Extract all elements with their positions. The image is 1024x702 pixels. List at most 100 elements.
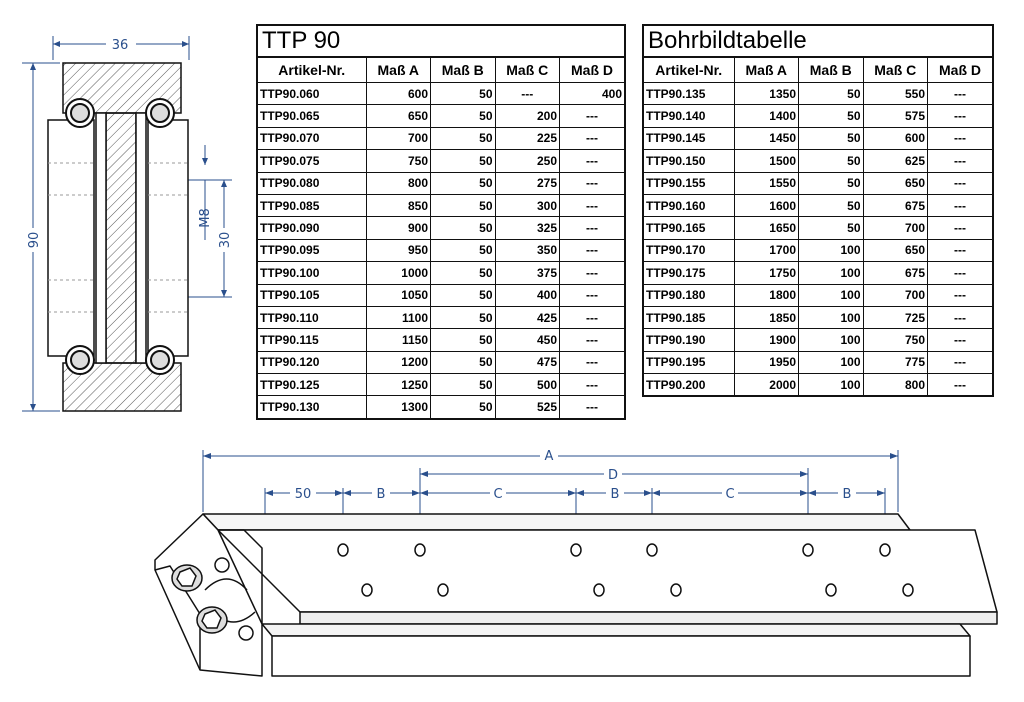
table-cell: --- (559, 193, 624, 218)
table-cell: 325 (494, 216, 560, 240)
table-cell: TTP90.075 (258, 149, 367, 173)
table-cell: 1200 (365, 350, 431, 375)
table-cell: --- (559, 126, 624, 151)
table-cell: 775 (862, 350, 928, 375)
table-cell: --- (927, 81, 992, 106)
dimension-b3-label: B (843, 487, 852, 502)
table-cell: TTP90.170 (644, 238, 735, 263)
thread-label: M8 (198, 208, 213, 228)
table-cell: --- (927, 126, 992, 151)
table-cell: --- (927, 373, 992, 396)
table-cell: TTP90.090 (258, 216, 367, 240)
table-cell: 375 (494, 261, 560, 285)
table-cell: 675 (862, 261, 928, 285)
table-cell: 700 (862, 283, 928, 307)
table-cell: --- (927, 283, 992, 307)
table-cell: TTP90.160 (644, 193, 735, 218)
table-cell: --- (927, 238, 992, 263)
table-cell: 575 (862, 104, 928, 128)
table-cell: 750 (862, 328, 928, 352)
rail-body (154, 513, 998, 677)
mounting-hole (902, 583, 914, 597)
mounting-hole (570, 543, 582, 557)
table-cell: 50 (430, 81, 496, 106)
table-cell: TTP90.130 (258, 395, 367, 418)
column-header: Maß D (927, 58, 992, 83)
table-cell: 1250 (365, 373, 431, 397)
table-cell: 225 (494, 126, 560, 151)
table-cell: 50 (430, 305, 496, 330)
table-cell: 50 (430, 328, 496, 352)
table-cell: --- (559, 261, 624, 285)
table-cell: 550 (862, 81, 928, 106)
table-cell: 200 (494, 104, 560, 128)
table-cell: 250 (494, 149, 560, 173)
table-cell: --- (559, 104, 624, 128)
table-cell: 100 (798, 238, 864, 263)
table-cell: 1950 (733, 350, 799, 375)
table-cell: 675 (862, 193, 928, 218)
table-cell: 50 (430, 395, 496, 418)
dimension-b1-label: B (377, 487, 386, 502)
table-cell: 50 (430, 238, 496, 263)
table-cell: --- (927, 350, 992, 375)
table-cell: --- (927, 171, 992, 195)
mounting-holes (337, 543, 914, 597)
table-cell: TTP90.185 (644, 305, 735, 330)
table-cell: 900 (365, 216, 431, 240)
table-cell: TTP90.085 (258, 193, 367, 218)
table-cell: 700 (862, 216, 928, 240)
table-cell: --- (927, 104, 992, 128)
table-cell: 100 (798, 328, 864, 352)
table-cell: 50 (430, 216, 496, 240)
table-cell: 100 (798, 350, 864, 375)
table-cell: 100 (798, 261, 864, 285)
table-cell: --- (559, 328, 624, 352)
table-cell: TTP90.135 (644, 81, 735, 106)
table-cell: 525 (494, 395, 560, 418)
table-cell: TTP90.110 (258, 305, 367, 330)
table-cell: --- (927, 149, 992, 173)
table-cell: 600 (365, 81, 431, 106)
table-cell: 1000 (365, 261, 431, 285)
table-cell: 425 (494, 305, 560, 330)
dimension-50-label: 50 (295, 487, 312, 502)
table-cell: --- (927, 261, 992, 285)
table-cell: 100 (798, 283, 864, 307)
table-cell: TTP90.140 (644, 104, 735, 128)
profile-outline (47, 62, 189, 412)
mounting-hole (802, 543, 814, 557)
table-cell: TTP90.100 (258, 261, 367, 285)
spacing-dimension-label: 30 (218, 232, 233, 249)
table-cell: 100 (798, 373, 864, 396)
mounting-hole (879, 543, 891, 557)
table-cell: 1850 (733, 305, 799, 330)
cross-section-drawing: 36 90 M8 30 (22, 36, 233, 412)
table-cell: 1550 (733, 171, 799, 195)
table-cell: --- (559, 283, 624, 307)
table-cell: TTP90.145 (644, 126, 735, 151)
table-cell: 625 (862, 149, 928, 173)
table-cell: TTP90.070 (258, 126, 367, 151)
table-cell: 800 (862, 373, 928, 396)
table-cell: 450 (494, 328, 560, 352)
table-cell: TTP90.190 (644, 328, 735, 352)
dimension-a-label: A (545, 449, 554, 464)
table-cell: 50 (430, 126, 496, 151)
table-cell: 50 (430, 149, 496, 173)
